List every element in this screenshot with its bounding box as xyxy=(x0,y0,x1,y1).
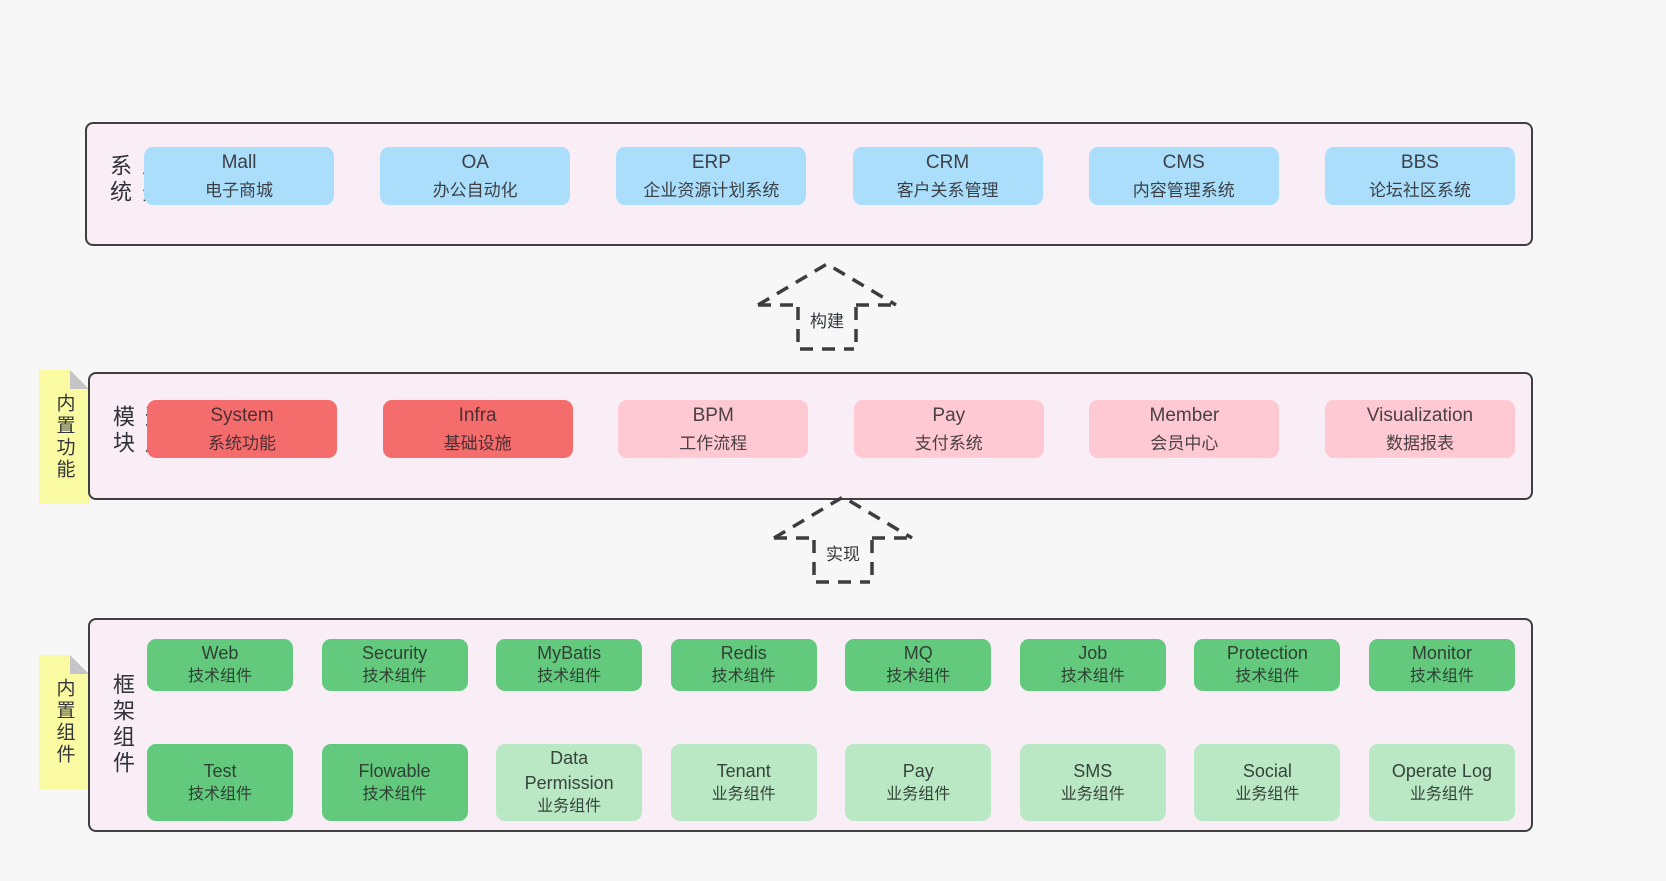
box-visualization: Visualization 数据报表 xyxy=(1324,400,1515,458)
box-title: System xyxy=(210,405,274,426)
box-subtitle: 技术组件 xyxy=(1409,668,1474,686)
box-subtitle: 技术组件 xyxy=(537,668,602,686)
box-title: Visualization xyxy=(1366,405,1474,426)
box-protection: Protection 技术组件 xyxy=(1194,639,1341,691)
box-title: OA xyxy=(461,152,489,173)
box-title: Operate Log xyxy=(1391,760,1492,781)
box-title: Mall xyxy=(221,152,257,173)
box-title: CMS xyxy=(1162,152,1205,173)
box-title: BPM xyxy=(692,405,734,426)
box-title: Protection xyxy=(1226,643,1308,663)
box-mall: Mall 电子商城 xyxy=(144,147,334,205)
box-subtitle: 技术组件 xyxy=(1235,668,1300,686)
box-title: Pay xyxy=(932,405,966,426)
box-title: CRM xyxy=(925,152,970,173)
dashed-up-arrow-icon xyxy=(757,261,897,351)
box-subtitle: 论坛社区系统 xyxy=(1368,180,1471,200)
box-subtitle: 会员中心 xyxy=(1150,433,1219,453)
box-cms: CMS 内容管理系统 xyxy=(1088,147,1279,205)
box-subtitle: 内容管理系统 xyxy=(1132,180,1235,200)
box-tenant: Tenant 业务组件 xyxy=(670,744,817,821)
box-subtitle: 业务组件 xyxy=(1409,785,1474,803)
build-arrow-label: 构建 xyxy=(810,312,844,331)
box-title: Security xyxy=(362,643,428,663)
box-title: Test xyxy=(203,760,237,781)
box-social: Social 业务组件 xyxy=(1194,744,1341,821)
box-redis: Redis 技术组件 xyxy=(670,639,817,691)
implement-arrow-label: 实现 xyxy=(826,545,860,564)
box-monitor: Monitor 技术组件 xyxy=(1368,639,1515,691)
framework-components-container: 框架组件 Web 技术组件 Security 技术组件 MyBatis 技术组件… xyxy=(88,618,1533,832)
box-title: Tenant xyxy=(716,760,771,781)
box-subtitle: 技术组件 xyxy=(187,785,252,803)
box-title: Infra xyxy=(458,405,497,426)
box-title: Member xyxy=(1149,405,1220,426)
box-subtitle: 业务组件 xyxy=(537,798,602,816)
box-data-permission: Data Permission 业务组件 xyxy=(496,744,643,821)
box-title: Web xyxy=(201,643,239,663)
box-title: SMS xyxy=(1073,760,1113,781)
box-member: Member 会员中心 xyxy=(1089,400,1280,458)
box-crm: CRM 客户关系管理 xyxy=(852,147,1043,205)
box-operate-log: Operate Log 业务组件 xyxy=(1368,744,1515,821)
box-subtitle: 电子商城 xyxy=(205,180,273,200)
box-title: MQ xyxy=(903,643,933,663)
box-subtitle: 业务组件 xyxy=(886,785,951,803)
box-subtitle: 企业资源计划系统 xyxy=(643,180,780,200)
box-title: Monitor xyxy=(1411,643,1472,663)
box-title: Social xyxy=(1242,760,1292,781)
box-test: Test 技术组件 xyxy=(147,744,293,821)
box-title: Redis xyxy=(720,643,767,663)
builtin-features-sticky-label: 内置功能 xyxy=(53,393,75,481)
dashed-up-arrow-icon xyxy=(773,494,913,584)
box-subtitle: 技术组件 xyxy=(187,668,252,686)
common-modules-container: 通用模块 System 系统功能 Infra 基础设施 BPM 工作流程 Pay… xyxy=(88,372,1533,500)
box-title: BBS xyxy=(1400,152,1439,173)
box-system: System 系统功能 xyxy=(147,400,337,458)
box-title: ERP xyxy=(691,152,731,173)
box-title: Pay xyxy=(902,760,934,781)
box-subtitle: 基础设施 xyxy=(443,433,512,453)
box-pay-module: Pay 支付系统 xyxy=(853,400,1044,458)
box-flowable: Flowable 技术组件 xyxy=(321,744,468,821)
box-sms: SMS 业务组件 xyxy=(1019,744,1166,821)
box-web: Web 技术组件 xyxy=(147,639,293,691)
box-title: Job xyxy=(1078,643,1108,663)
box-subtitle: 技术组件 xyxy=(362,785,427,803)
box-mq: MQ 技术组件 xyxy=(845,639,992,691)
implement-arrow: 实现 xyxy=(768,488,918,588)
box-bbs: BBS 论坛社区系统 xyxy=(1324,147,1515,205)
box-mybatis: MyBatis 技术组件 xyxy=(496,639,643,691)
box-security: Security 技术组件 xyxy=(321,639,468,691)
box-erp: ERP 企业资源计划系统 xyxy=(616,147,807,205)
box-subtitle: 技术组件 xyxy=(711,668,776,686)
builtin-components-sticky-note: 内置组件 xyxy=(39,655,89,789)
builtin-features-sticky-note: 内置功能 xyxy=(39,370,89,504)
box-subtitle: 数据报表 xyxy=(1385,433,1454,453)
box-subtitle: 工作流程 xyxy=(679,433,748,453)
box-subtitle: 技术组件 xyxy=(362,668,427,686)
box-job: Job 技术组件 xyxy=(1019,639,1166,691)
build-arrow: 构建 xyxy=(752,255,902,355)
builtin-components-sticky-label: 内置组件 xyxy=(53,678,75,766)
box-subtitle: 系统功能 xyxy=(208,433,276,453)
framework-components-label: 框架组件 xyxy=(110,673,135,777)
box-subtitle: 业务组件 xyxy=(1235,785,1300,803)
box-infra: Infra 基础设施 xyxy=(382,400,573,458)
box-title: Flowable xyxy=(358,760,431,781)
box-subtitle: 客户关系管理 xyxy=(896,180,999,200)
box-subtitle: 业务组件 xyxy=(711,785,776,803)
box-pay-component: Pay 业务组件 xyxy=(845,744,992,821)
box-subtitle: 技术组件 xyxy=(1060,668,1125,686)
business-systems-container: 业务系统 Mall 电子商城 OA 办公自动化 ERP 企业资源计划系统 CRM… xyxy=(85,122,1533,246)
box-subtitle: 支付系统 xyxy=(914,433,983,453)
box-oa: OA 办公自动化 xyxy=(380,147,571,205)
box-title: MyBatis xyxy=(537,643,602,663)
box-subtitle: 技术组件 xyxy=(886,668,951,686)
box-bpm: BPM 工作流程 xyxy=(618,400,809,458)
box-title: Data Permission xyxy=(524,748,614,794)
box-subtitle: 办公自动化 xyxy=(432,180,518,200)
box-subtitle: 业务组件 xyxy=(1060,785,1125,803)
